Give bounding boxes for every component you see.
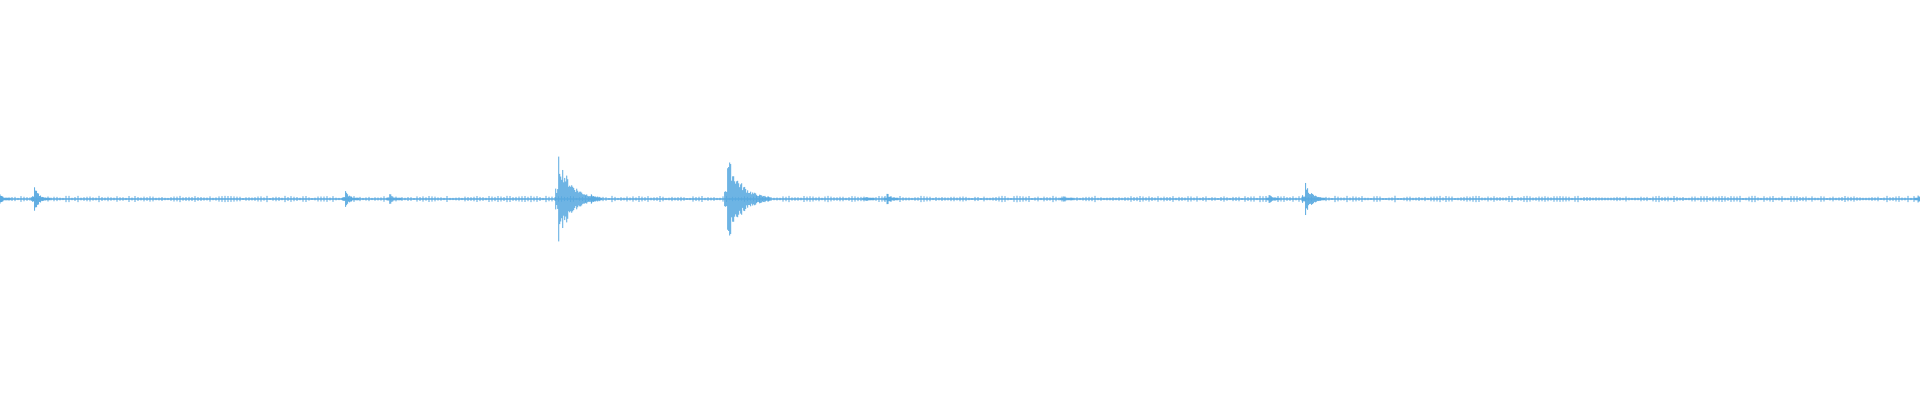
waveform-peak (587, 194, 602, 204)
waveform-peaks (0, 156, 1920, 242)
waveform-peak (342, 191, 360, 207)
waveform-peak (1302, 182, 1326, 216)
waveform-peak (31, 187, 51, 211)
waveform-peak (883, 193, 899, 205)
waveform-peak (0, 194, 11, 204)
waveform-peak (1060, 196, 1074, 202)
waveform-peak (386, 194, 402, 204)
waveform-peak (724, 162, 771, 236)
waveform-peak (862, 197, 875, 201)
waveform-peak (1265, 195, 1280, 203)
waveform-peak (1914, 195, 1920, 203)
